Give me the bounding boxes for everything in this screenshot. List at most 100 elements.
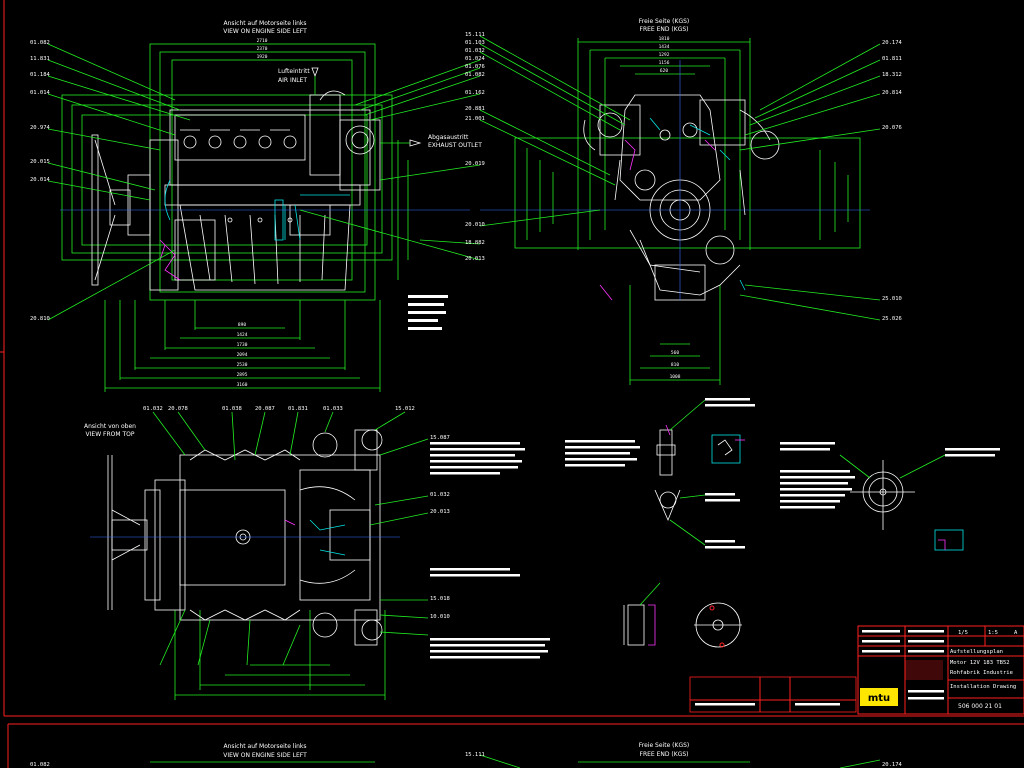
svg-text:2530: 2530 [237, 362, 248, 368]
exhaust-label-de: Abgasaustritt [428, 134, 469, 141]
ref-label: 20.174 [882, 40, 903, 46]
svg-text:2370: 2370 [257, 46, 268, 52]
view-bottom-right-title-en: FREE END (KGS) [640, 751, 689, 758]
ref-label: 20.014 [30, 177, 51, 183]
note-block-top [430, 442, 550, 659]
mid-leaders [299, 35, 631, 261]
view-side-left: Ansicht auf Motorseite links VIEW ON ENG… [30, 20, 482, 392]
air-inlet-label-en: AIR INLET [278, 77, 307, 84]
ref-label: 01.831 [288, 406, 308, 412]
svg-text:2895: 2895 [237, 372, 248, 378]
svg-text:1810: 1810 [659, 36, 670, 42]
title-scale: 1:5 [988, 630, 998, 636]
svg-text:3160: 3160 [237, 382, 248, 388]
ref-label: 01.184 [30, 72, 51, 78]
title-label-2: Installation Drawing [950, 684, 1016, 690]
flange-detail [623, 582, 742, 648]
svg-text:15.111: 15.111 [465, 752, 485, 758]
svg-text:01.082: 01.082 [30, 762, 50, 768]
handwheel-top [107, 455, 148, 610]
left-ref-labels: 01.082 11.831 01.184 01.014 20.974 20.01… [30, 40, 51, 322]
ref-label: 20.010 [465, 222, 485, 228]
title-label-1: Aufstellungsplan [950, 649, 1003, 655]
ref-label: 20.019 [465, 161, 485, 167]
svg-text:1434: 1434 [659, 44, 670, 50]
ref-label: 01.162 [465, 90, 485, 96]
engine-top-body [144, 429, 383, 646]
ref-label: 01.811 [882, 56, 902, 62]
ref-label: 01.103 [465, 40, 485, 46]
ref-label: 20.078 [168, 406, 188, 412]
svg-text:1920: 1920 [257, 54, 268, 60]
ref-label: 25.010 [882, 296, 902, 302]
view-bottom-left-title-de: Ansicht auf Motorseite links [223, 743, 306, 750]
free-end-dimension-lines [514, 38, 861, 385]
air-inlet-label-de: Lufteintritt [278, 68, 310, 75]
title-sheet: A [1014, 630, 1018, 636]
ref-label: 20.013 [465, 256, 485, 262]
ref-label: 10.010 [430, 614, 450, 620]
svg-text:1292: 1292 [659, 52, 670, 58]
svg-text:1008: 1008 [670, 374, 681, 380]
svg-text:560: 560 [671, 350, 679, 356]
switch-symbol [711, 434, 745, 464]
svg-text:20.174: 20.174 [882, 762, 903, 768]
left-leaders [47, 43, 191, 321]
ref-label: 20.015 [30, 159, 50, 165]
ref-label: 20.881 [465, 106, 485, 112]
ref-label: 20.087 [255, 406, 275, 412]
ref-label: 25.026 [882, 316, 902, 322]
ref-label: 15.018 [430, 596, 450, 602]
title-part-2: Rohfabrik Industrie [950, 670, 1013, 676]
ref-label: 20.013 [430, 509, 450, 515]
free-end-dimension-values: 1810 1434 1292 1156 620 1008 810 560 [659, 36, 681, 380]
view-top: Ansicht von oben VIEW FROM TOP [84, 406, 550, 700]
svg-text:1424: 1424 [237, 332, 248, 338]
svg-text:1730: 1730 [237, 342, 248, 348]
left-view-dimension-values: 2710 2370 1920 3160 2895 2530 2094 1730 … [237, 38, 268, 388]
ref-label: 01.014 [30, 90, 51, 96]
view-left-title-de: Ansicht auf Motorseite links [223, 20, 306, 27]
top-view-pipes [90, 519, 400, 556]
ref-label: 01.024 [465, 56, 486, 62]
ref-label: 20.814 [882, 90, 903, 96]
mid-ref-labels: 15.111 01.103 01.032 01.024 01.076 01.08… [465, 32, 486, 262]
engine-side-left-body [149, 90, 381, 291]
ref-label: 01.082 [30, 40, 50, 46]
sensor-detail [565, 398, 755, 549]
ref-label: 21.001 [465, 116, 485, 122]
svg-text:2710: 2710 [257, 38, 268, 44]
detail-views [565, 398, 1000, 648]
title-format: 1/5 [958, 630, 968, 636]
title-block: 1/5 A 1:5 Aufstellungsplan Motor 12V 183… [689, 625, 1024, 715]
ref-label: 15.012 [395, 406, 415, 412]
title-part-1: Motor 12V 183 TB52 [950, 660, 1010, 666]
ref-label: 01.032 [465, 48, 485, 54]
ref-label: 15.087 [430, 435, 450, 441]
view-free-title-de: Freie Seite (KGS) [639, 18, 690, 25]
plug-detail [780, 442, 1000, 551]
ref-label: 01.038 [222, 406, 242, 412]
ref-label: 18.312 [882, 72, 902, 78]
ref-label: 01.032 [430, 492, 450, 498]
svg-text:810: 810 [671, 362, 679, 368]
drawing-number: 506 000 21 01 [958, 703, 1002, 710]
ref-label: 20.810 [30, 316, 50, 322]
svg-text:2094: 2094 [237, 352, 248, 358]
right-ref-labels: 20.174 01.811 18.312 20.814 20.076 25.01… [882, 40, 903, 322]
ref-label: 01.033 [323, 406, 343, 412]
ref-label: 18.882 [465, 240, 485, 246]
ref-label: 11.831 [30, 56, 50, 62]
top-leaders [152, 411, 429, 666]
ref-label: 20.974 [30, 125, 51, 131]
second-sheet-preview: Ansicht auf Motorseite links VIEW ON ENG… [30, 742, 903, 768]
ref-label: 15.111 [465, 32, 485, 38]
view-left-title-en: VIEW ON ENGINE SIDE LEFT [223, 28, 307, 35]
view-free-end: Freie Seite (KGS) FREE END (KGS) [299, 18, 903, 385]
ref-label: 01.032 [143, 406, 163, 412]
svg-text:1156: 1156 [659, 60, 670, 66]
svg-text:620: 620 [660, 68, 668, 74]
left-view-dimension-lines [61, 43, 409, 392]
exhaust-label-en: EXHAUST OUTLET [428, 142, 482, 149]
